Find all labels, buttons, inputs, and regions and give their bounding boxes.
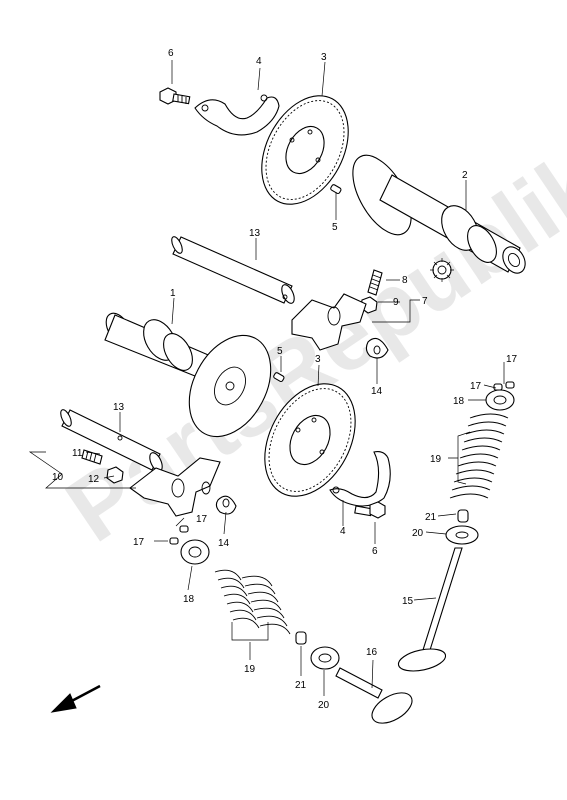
label-6: 6 [168, 48, 174, 59]
rocker-arm-intake [129, 457, 221, 517]
label-1: 1 [170, 288, 176, 299]
label-20: 20 [412, 528, 424, 539]
label-5: 5 [277, 346, 283, 357]
spring-retainer-left [180, 539, 210, 565]
label-3: 3 [315, 354, 321, 365]
shim-left [215, 495, 237, 515]
spring-seat-right [445, 525, 479, 545]
label-18: 18 [183, 594, 195, 605]
label-15: 15 [402, 596, 414, 607]
sprocket-top [261, 95, 349, 205]
label-10: 10 [52, 472, 64, 483]
part-labels: 6 4 3 2 5 13 8 9 7 1 5 3 14 17 17 18 13 … [52, 48, 518, 711]
label-20: 20 [318, 700, 330, 711]
valve-seal-right [457, 509, 469, 523]
label-6: 6 [372, 546, 378, 557]
label-21: 21 [425, 512, 437, 523]
label-17: 17 [133, 537, 145, 548]
sprocket-mid [264, 383, 356, 497]
cotters-left [169, 525, 189, 545]
label-14: 14 [371, 386, 383, 397]
label-5: 5 [332, 222, 338, 233]
camshaft-exhaust [352, 154, 526, 274]
label-17: 17 [506, 354, 518, 365]
label-13: 13 [113, 402, 125, 413]
shim-top [365, 337, 389, 359]
cotters-right [493, 381, 515, 391]
label-16: 16 [366, 647, 378, 658]
label-9: 9 [393, 297, 399, 308]
label-21: 21 [295, 680, 307, 691]
spring-retainer-right [485, 389, 515, 411]
rocker-arm-exhaust [291, 293, 367, 351]
label-12: 12 [88, 474, 100, 485]
rocker-shaft-mid [60, 409, 163, 472]
label-13: 13 [249, 228, 261, 239]
label-14: 14 [218, 538, 230, 549]
lock-nut-left [106, 466, 124, 484]
bracket-bottom [329, 451, 391, 507]
front-direction-arrow-icon [50, 684, 101, 713]
valve-spring-right [449, 413, 509, 499]
valve-exhaust [397, 547, 463, 672]
valve-spring-left [214, 569, 291, 635]
label-17: 17 [470, 381, 482, 392]
valve-intake [335, 667, 413, 724]
camshaft-intake [104, 312, 272, 438]
label-11: 11 [72, 448, 83, 459]
dowel-pin-top [330, 184, 342, 195]
rocker-shaft-top [171, 236, 295, 304]
bolt-bottom [354, 501, 386, 519]
bracket-top [194, 94, 280, 136]
label-2: 2 [462, 170, 468, 181]
label-7: 7 [422, 296, 428, 307]
bolt-top [159, 87, 191, 105]
label-19: 19 [244, 664, 256, 675]
label-19: 19 [430, 454, 442, 465]
label-17: 17 [196, 514, 208, 525]
label-8: 8 [402, 275, 408, 286]
gear-icon [430, 258, 454, 282]
valve-seal-left [295, 631, 307, 645]
dowel-pin-mid [273, 372, 285, 383]
label-4: 4 [256, 56, 262, 67]
label-3: 3 [321, 52, 327, 63]
adjust-screw-top [367, 269, 383, 296]
spring-seat-left [310, 646, 340, 670]
leader-lines [28, 60, 505, 696]
label-18: 18 [453, 396, 465, 407]
label-4: 4 [340, 526, 346, 537]
